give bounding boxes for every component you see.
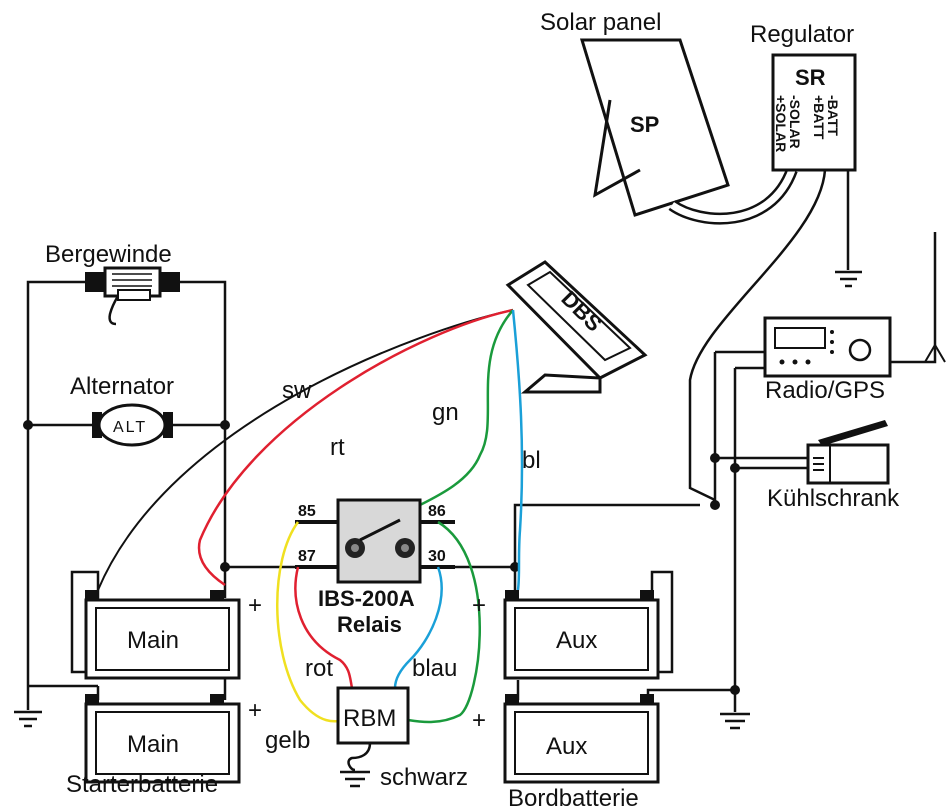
wire-bl-label: bl [522,447,541,474]
radio-gps-label: Radio/GPS [765,377,885,404]
plus-main-top: + [248,592,262,619]
bergewinde-label: Bergewinde [45,241,172,268]
pin-85: 85 [298,503,316,520]
battery-main-bottom-label: Main [127,731,179,758]
alternator-icon: ALT [92,403,173,447]
sr-label: SR [795,65,826,90]
ground-icon-right [720,712,750,730]
battery-main-bottom: Main [84,678,241,784]
wire-rt-label: rt [330,434,345,461]
ibs-relay: 85 86 87 30 [295,498,455,584]
sr-term-4: -BATT [825,95,841,136]
battery-main-top: Main [70,570,241,680]
fridge-device [806,420,890,485]
battery-aux-bottom: Aux [503,680,735,784]
wire-gelb-label: gelb [265,727,310,754]
radio-gps-device [763,316,892,378]
plus-aux-bottom: + [472,707,486,734]
plus-aux-top: + [472,592,486,619]
solar-panel-label: Solar panel [540,9,661,36]
relay-sub: Relais [337,612,402,637]
wire-blau-label: blau [412,655,457,682]
alternator-label: Alternator [70,373,174,400]
pin-87: 87 [298,548,316,565]
starterbatterie-label: Starterbatterie [66,771,218,798]
alt-label: ALT [113,419,147,436]
sr-term-2: -SOLAR [787,95,803,149]
kuehlschrank-label: Kühlschrank [767,485,900,512]
pin-30: 30 [428,548,446,565]
wire-rot-label: rot [305,655,333,682]
sr-term-3: +BATT [811,95,827,140]
dbs-device: DBS [505,260,648,394]
pin-86: 86 [428,503,446,520]
plus-main-bottom: + [248,697,262,724]
wire-sw-label: sw [282,377,312,404]
relay-title: IBS-200A [318,586,415,611]
ground-icon-rbm [340,770,370,788]
bergewinde-icon [85,266,180,326]
rbm-box [336,686,410,745]
regulator-label: Regulator [750,21,854,48]
rbm-label: RBM [343,705,396,732]
wire-schwarz-label: schwarz [380,764,468,791]
battery-main-top-label: Main [127,627,179,654]
battery-aux-top-label: Aux [556,627,597,654]
battery-aux-top: Aux [503,570,674,680]
ground-icon-left [14,710,42,728]
sp-label: SP [630,112,659,137]
sr-term-1: +SOLAR [773,95,789,152]
solar-panel: SP [579,38,730,217]
regulator-sr: SR +SOLAR -SOLAR +BATT -BATT [771,53,857,172]
ground-icon [835,270,862,288]
bordbatterie-label: Bordbatterie [508,785,639,809]
battery-aux-bottom-label: Aux [546,733,587,760]
wire-gn-label: gn [432,399,459,426]
